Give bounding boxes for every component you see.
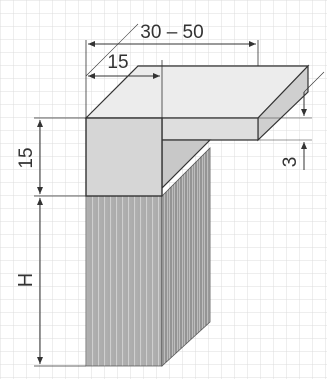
dimension-flange-thickness: 3 xyxy=(258,71,325,170)
profile-holder xyxy=(84,64,310,197)
overall-width-label: 30 – 50 xyxy=(140,22,203,43)
bristle-height-label: H xyxy=(15,273,37,287)
bristles xyxy=(85,147,211,367)
dimension-profile-height: 15 xyxy=(16,117,86,197)
profile-width-label: 15 xyxy=(107,52,128,73)
dimension-bristle-height: H xyxy=(15,198,86,367)
dimension-overall-width: 30 – 50 xyxy=(85,22,259,118)
dimension-profile-width: 15 xyxy=(85,23,163,118)
flange-thickness-label: 3 xyxy=(280,157,301,168)
profile-height-label: 15 xyxy=(16,147,37,168)
